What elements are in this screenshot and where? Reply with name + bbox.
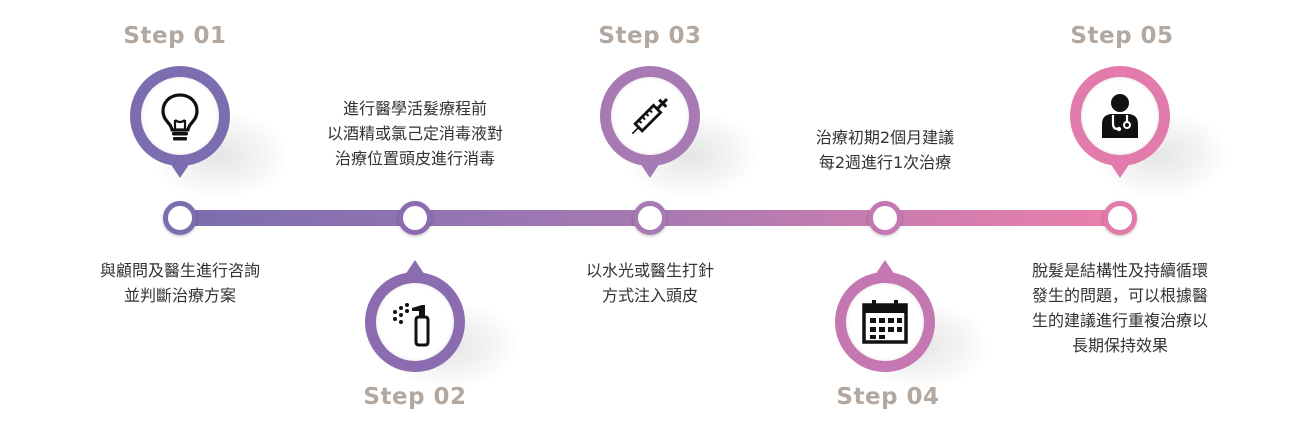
- step-01-node: [163, 201, 197, 235]
- step-04-pin: [835, 260, 935, 372]
- syringe-icon: [631, 97, 669, 135]
- step-01-label: Step 01: [123, 23, 227, 49]
- step-02-label: Step 02: [363, 384, 467, 410]
- step-03-description: 以水光或醫生打針 方式注入頭皮: [550, 258, 750, 308]
- description-line: 每2週進行1次治療: [818, 153, 952, 172]
- step-01-description: 與顧問及醫生進行咨詢 並判斷治療方案: [80, 258, 280, 308]
- step-04-node: [868, 201, 902, 235]
- description-line: 長期保持效果: [1071, 336, 1168, 355]
- description-line: 治療初期2個月建議: [815, 128, 955, 147]
- step-01-pin: [130, 66, 230, 178]
- description-line: 生的建議進行重複治療以: [1031, 311, 1208, 330]
- description-line: 與顧問及醫生進行咨詢: [99, 261, 260, 280]
- step-04-description: 治療初期2個月建議 每2週進行1次治療: [785, 125, 985, 175]
- description-line: 發生的問題，可以根據醫: [1031, 286, 1208, 305]
- step-03-label: Step 03: [598, 23, 702, 49]
- step-05-description: 脫髮是結構性及持續循環 發生的問題，可以根據醫 生的建議進行重複治療以 長期保持…: [1015, 258, 1225, 358]
- step-03-pin: [600, 66, 700, 178]
- step-02-pin: [365, 260, 465, 372]
- calendar-icon: [862, 300, 908, 344]
- step-03-node: [633, 201, 667, 235]
- step-05-label: Step 05: [1070, 23, 1174, 49]
- step-02-node: [398, 201, 432, 235]
- description-line: 以水光或醫生打針: [585, 261, 714, 280]
- step-05-node: [1103, 201, 1137, 235]
- step-02-description: 進行醫學活髮療程前 以酒精或氯己定消毒液對 治療位置頭皮進行消毒: [315, 96, 515, 171]
- description-line: 治療位置頭皮進行消毒: [334, 149, 495, 168]
- description-line: 並判斷治療方案: [123, 286, 236, 305]
- lightbulb-icon: [161, 93, 199, 141]
- step-04-label: Step 04: [836, 384, 940, 410]
- step-05-pin: [1070, 66, 1170, 178]
- description-line: 脫髮是結構性及持續循環: [1031, 261, 1208, 280]
- doctor-icon: [1102, 94, 1138, 138]
- spray-bottle-icon: [393, 303, 430, 347]
- description-line: 以酒精或氯己定消毒液對: [326, 124, 503, 143]
- description-line: 進行醫學活髮療程前: [342, 99, 487, 118]
- description-line: 方式注入頭皮: [601, 286, 698, 305]
